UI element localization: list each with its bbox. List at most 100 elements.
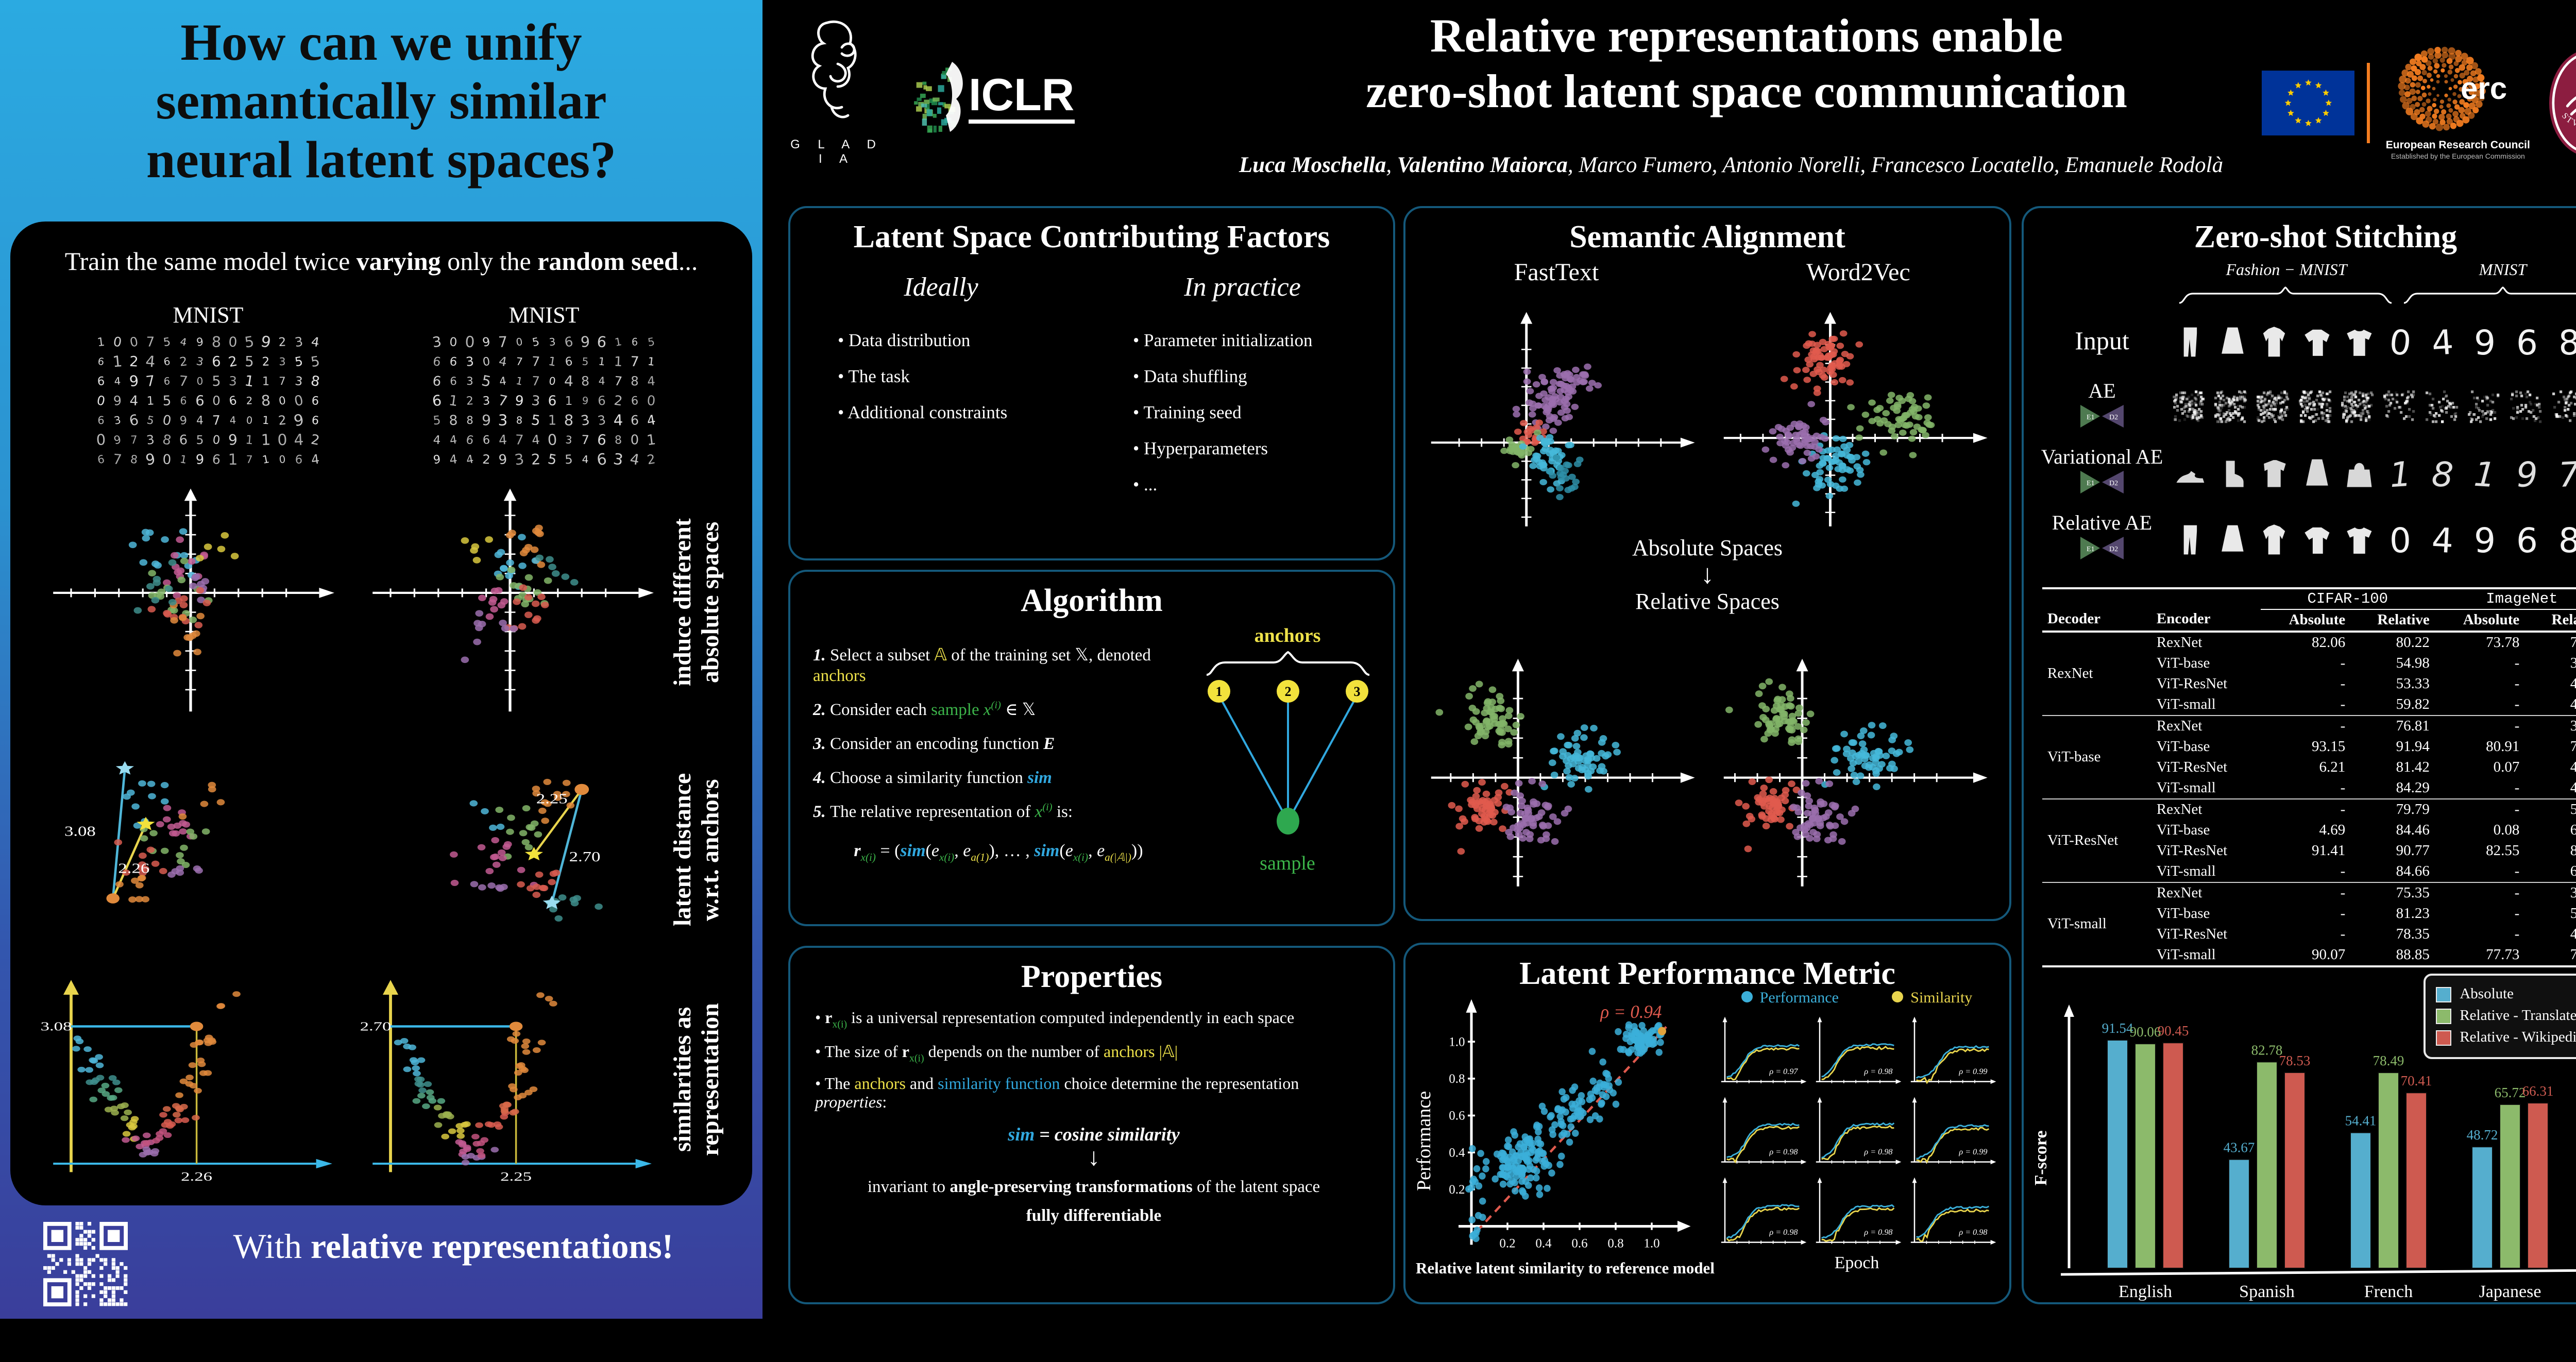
sapienza-logo: STVDIVM VRBIS: [2548, 46, 2576, 154]
side-label-line: absolute spaces: [697, 522, 724, 684]
relative-spaces-label: Relative Spaces: [1635, 588, 1780, 614]
svg-text:82.78: 82.78: [2251, 1042, 2283, 1058]
score-cell: -: [2514, 655, 2520, 671]
score-cell: -: [2514, 905, 2520, 922]
digit-image: 8: [2557, 321, 2576, 363]
row-label: AE: [2088, 380, 2116, 403]
score-cell: 79.79: [2396, 801, 2430, 818]
svg-text:2.26: 2.26: [181, 1169, 212, 1184]
encoder-cell: ViT-ResNet: [2156, 675, 2228, 692]
panel-properties: Properties rx(i) is a universal represen…: [788, 946, 1395, 1304]
epoch-mini-plot: ρ = 0.98: [1910, 1177, 1996, 1245]
encoder-cell: ViT-ResNet: [2156, 759, 2228, 775]
noisy-reconstruction: [2295, 381, 2337, 435]
score-cell: 75.35: [2396, 884, 2430, 901]
svg-text:E1: E1: [2087, 480, 2095, 487]
legend-entry: Absolute: [2436, 986, 2576, 1003]
score-cell: 84.29: [2396, 779, 2430, 796]
left-title-line1: How can we unify: [180, 14, 582, 72]
qr-code: [43, 1222, 128, 1306]
similarity-v-plot-seed1: 3.08 2.26: [41, 980, 332, 1184]
gladia-face-icon: [811, 21, 857, 118]
score-cell: 82.06: [2312, 634, 2346, 651]
svg-text:43.67: 43.67: [2224, 1140, 2255, 1155]
noisy-reconstruction: [2168, 381, 2210, 435]
score-cell: -: [2340, 718, 2346, 734]
left-question-title: How can we unify semantically similar ne…: [0, 14, 762, 191]
mnist-label-left: MNIST: [173, 302, 244, 328]
boot-image: [2210, 447, 2252, 501]
encoder-cell: RexNet: [2156, 718, 2202, 734]
factors-ideally-list: Data distributionThe taskAdditional cons…: [838, 330, 1092, 423]
list-item: Training seed: [1133, 402, 1393, 423]
authors-line: Luca Moschella, Valentino Maiorca, Marco…: [1239, 152, 2224, 177]
panel-title: Properties: [1021, 958, 1163, 994]
side-label-line: induce different: [670, 519, 697, 687]
algorithm-steps: 1. Select a subset 𝔸 of the training set…: [813, 632, 1184, 877]
svg-text:3.08: 3.08: [41, 1019, 72, 1034]
encoder-cell: ViT-ResNet: [2156, 926, 2228, 942]
sweater-image: [2252, 447, 2295, 501]
svg-text:D2: D2: [2109, 546, 2118, 553]
epoch-mini-plot: ρ = 0.98: [1816, 1177, 1902, 1245]
brace-icon: [2179, 286, 2392, 304]
svg-text:erc: erc: [2461, 71, 2507, 106]
row-label: Relative AE: [2052, 512, 2153, 535]
panel-title: Semantic Alignment: [1569, 218, 1845, 254]
score-cell: 42.36: [2524, 674, 2576, 694]
svg-text:91.54: 91.54: [2102, 1020, 2133, 1036]
panel-algorithm: Algorithm 1. Select a subset 𝔸 of the tr…: [788, 570, 1395, 926]
svg-text:F-score: F-score: [2031, 1131, 2050, 1186]
list-item: Data shuffling: [1133, 366, 1393, 387]
fscore-bars: F-score91.5490.0690.45English43.6782.787…: [2031, 1005, 2576, 1301]
score-cell: -: [2340, 926, 2346, 942]
score-cell: -: [2514, 718, 2520, 734]
svg-text:ρ = 0.94: ρ = 0.94: [1600, 1001, 1662, 1022]
epoch-xlabel: Epoch: [1834, 1253, 1879, 1272]
anchor-distance-plot-seed2: 2.252.70: [450, 778, 603, 922]
list-item: ...: [1133, 474, 1393, 496]
encoder-cell: ViT-base: [2156, 655, 2210, 671]
performance-scatter-plot: 0.20.20.40.40.60.60.80.81.01.0ρ = 0.94: [1449, 999, 1691, 1251]
down-arrow-icon: ↓: [1088, 1145, 1100, 1172]
side-label-absolute-spaces: induce different absolute spaces: [670, 484, 725, 721]
mnist-brace-label: MNIST: [2479, 262, 2527, 279]
coat-image: [2252, 315, 2295, 369]
score-cell: -: [2514, 696, 2520, 712]
row-label: Variational AE: [2041, 446, 2163, 469]
encoder-cell: ViT-small: [2156, 946, 2216, 963]
sim-cosine-line: sim = cosine similarity: [1008, 1124, 1180, 1145]
svg-text:E1: E1: [2087, 546, 2095, 553]
svg-text:70.41: 70.41: [2401, 1073, 2432, 1088]
legend-performance: Performance: [1741, 990, 1839, 1008]
dataset-braces: Fashion − MNIST MNIST: [2024, 262, 2576, 309]
noisy-reconstruction: [2337, 381, 2379, 435]
trousers-image: [2168, 513, 2210, 567]
svg-text:ρ = 0.97: ρ = 0.97: [1769, 1067, 1798, 1076]
score-cell: 73.78: [2486, 634, 2520, 651]
intro-text: Train the same model twice varying only …: [64, 248, 698, 276]
svg-text:ρ = 0.98: ρ = 0.98: [1769, 1228, 1798, 1237]
svg-text:65.72: 65.72: [2495, 1085, 2526, 1100]
sandal-image: [2168, 447, 2210, 501]
panel-title: Latent Performance Metric: [1519, 955, 1895, 991]
anchor-distance-plot-seed1: 3.082.26: [64, 761, 225, 904]
score-cell: 37.58: [2524, 882, 2576, 904]
encoder-cell: ViT-small: [2156, 863, 2216, 879]
coat-image: [2252, 513, 2295, 567]
score-cell: 91.94: [2396, 738, 2430, 755]
noisy-reconstruction: [2464, 381, 2506, 435]
property-bullet: The size of rx(i) depends on the number …: [815, 1042, 1372, 1064]
svg-text:ρ = 0.99: ρ = 0.99: [1958, 1067, 1987, 1076]
tshirt-image: [2337, 315, 2379, 369]
fasttext-absolute-plot: [1431, 312, 1695, 526]
mnist-label-right: MNIST: [509, 302, 580, 328]
digit-image: 8: [2558, 519, 2576, 560]
svg-text:ρ = 0.98: ρ = 0.98: [1863, 1067, 1892, 1076]
